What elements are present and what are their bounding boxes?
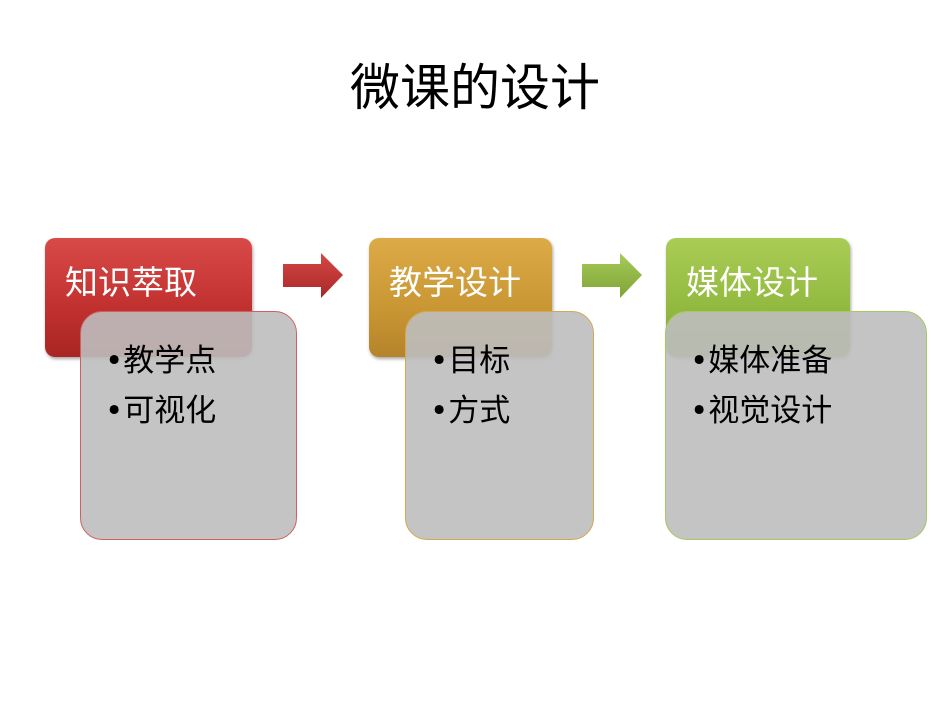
slide-title: 微课的设计 bbox=[350, 59, 600, 117]
arrow-right-icon bbox=[582, 253, 642, 298]
stage-body-teaching: 目标方式 bbox=[405, 311, 594, 540]
list-item: 可视化 bbox=[105, 386, 296, 436]
arrow-right-icon bbox=[283, 253, 343, 298]
stage-label: 教学设计 bbox=[389, 263, 521, 302]
list-item: 视觉设计 bbox=[690, 386, 926, 436]
list-item: 方式 bbox=[430, 386, 593, 436]
stage-body-knowledge: 教学点可视化 bbox=[80, 311, 297, 540]
stage-body-media: 媒体准备视觉设计 bbox=[665, 311, 927, 540]
list-item: 媒体准备 bbox=[690, 336, 926, 386]
list-item: 教学点 bbox=[105, 336, 296, 386]
stage-label: 媒体设计 bbox=[686, 263, 818, 302]
stage-label: 知识萃取 bbox=[65, 263, 197, 302]
list-item: 目标 bbox=[430, 336, 593, 386]
